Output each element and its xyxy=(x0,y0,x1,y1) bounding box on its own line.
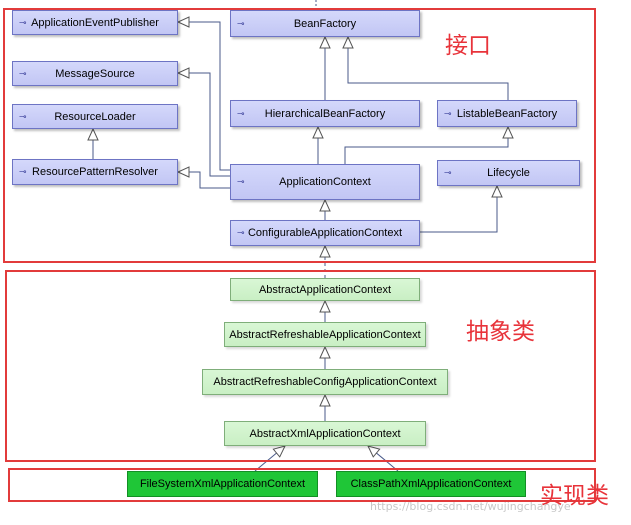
node-application-event-publisher: ⊸ ApplicationEventPublisher xyxy=(12,10,178,35)
watermark: https://blog.csdn.net/wujingchangye xyxy=(370,500,571,513)
interface-marker-icon: ⊸ xyxy=(237,176,245,187)
node-file-system-xml-application-context: FileSystemXmlApplicationContext xyxy=(127,471,318,497)
edge-listable-to-beanfactory xyxy=(342,35,509,100)
edge-context-to-resolver xyxy=(176,166,230,189)
interface-marker-icon: ⊸ xyxy=(19,68,27,78)
node-resource-pattern-resolver: ⊸ ResourcePatternResolver xyxy=(12,159,178,185)
node-abstract-application-context: AbstractApplicationContext xyxy=(230,278,420,301)
edge-context-to-listable xyxy=(344,125,514,164)
label-implementations: 实现类 xyxy=(540,483,609,509)
node-bean-factory: ⊸ BeanFactory xyxy=(230,10,420,37)
node-resource-loader: ⊸ ResourceLoader xyxy=(12,104,178,129)
edge-classpath-to-xml xyxy=(367,445,399,472)
region-interfaces xyxy=(3,8,596,263)
interface-marker-icon: ⊸ xyxy=(237,18,245,28)
node-lifecycle: ⊸ Lifecycle xyxy=(437,160,580,186)
node-listable-bean-factory: ⊸ ListableBeanFactory xyxy=(437,100,577,127)
interface-marker-icon: ⊸ xyxy=(19,166,27,177)
interface-marker-icon: ⊸ xyxy=(237,227,245,238)
node-configurable-application-context: ⊸ ConfigurableApplicationContext xyxy=(230,220,420,246)
node-abstract-refreshable-config-application-context: AbstractRefreshableConfigApplicationCont… xyxy=(202,369,448,395)
edge-context-to-publisher xyxy=(176,16,230,171)
node-abstract-xml-application-context: AbstractXmlApplicationContext xyxy=(224,421,426,446)
label-abstract-classes: 抽象类 xyxy=(466,319,535,345)
node-message-source: ⊸ MessageSource xyxy=(12,61,178,86)
interface-marker-icon: ⊸ xyxy=(19,111,27,121)
node-hierarchical-bean-factory: ⊸ HierarchicalBeanFactory xyxy=(230,100,420,127)
edge-context-to-messagesource xyxy=(176,67,230,177)
label-interfaces: 接口 xyxy=(445,33,491,59)
node-class-path-xml-application-context: ClassPathXmlApplicationContext xyxy=(336,471,526,497)
region-abstract-classes xyxy=(5,270,596,462)
interface-marker-icon: ⊸ xyxy=(19,17,27,27)
edge-filesystem-to-xml xyxy=(254,445,286,472)
node-application-context: ⊸ ApplicationContext xyxy=(230,164,420,200)
region-implementations xyxy=(8,468,596,502)
node-abstract-refreshable-application-context: AbstractRefreshableApplicationContext xyxy=(224,322,426,347)
interface-marker-icon: ⊸ xyxy=(444,108,452,118)
interface-marker-icon: ⊸ xyxy=(237,108,245,118)
edge-configurable-to-lifecycle xyxy=(419,184,503,233)
interface-marker-icon: ⊸ xyxy=(444,167,452,178)
